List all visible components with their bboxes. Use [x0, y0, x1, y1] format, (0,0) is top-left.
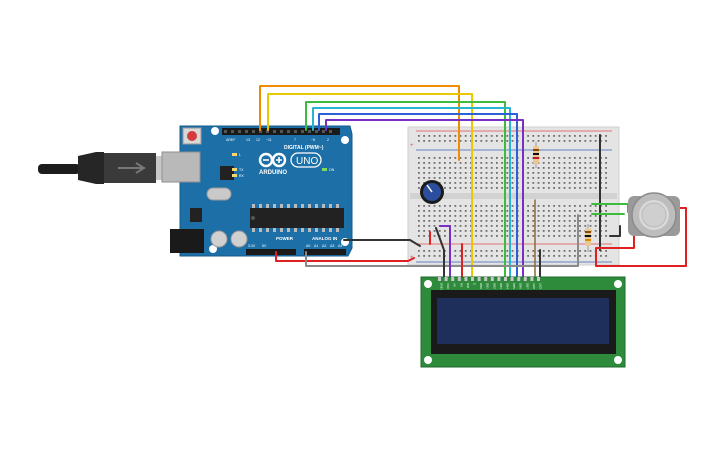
pin-label: 13: [246, 138, 250, 142]
wire-purple: [325, 119, 524, 278]
led-tx: [232, 168, 237, 171]
lcd-pin: [490, 277, 494, 281]
pin-label: A2: [322, 244, 326, 248]
pin-label: A3: [330, 244, 334, 248]
lcd-pin: [471, 277, 474, 281]
arduino-brand: ARDUINO: [259, 170, 287, 176]
lcd-pin-label: DB1: [486, 283, 490, 289]
lcd-pin-label: DB0: [479, 283, 483, 289]
pin-label: A4: [338, 244, 342, 248]
lcd-pin: [457, 277, 461, 281]
lcd-pin: [484, 277, 488, 281]
wire-a0-gray: [305, 214, 579, 267]
led-tx-label: TX: [239, 168, 244, 172]
lcd-pin: [530, 277, 534, 281]
lcd-pin-label: DB2: [492, 283, 496, 289]
lcd-pin-label: VCC: [446, 283, 450, 290]
wire-sensor-black: [609, 225, 621, 237]
wire-5v-red: [275, 251, 415, 262]
pin-label: 2: [327, 138, 329, 142]
pin-label: ~11: [266, 138, 272, 142]
lcd-pin-label: DB4: [506, 283, 510, 289]
pin-label: 7: [294, 138, 296, 142]
lcd-pin-label: RW: [466, 283, 470, 288]
led-on: [322, 168, 327, 171]
lcd-pin: [497, 277, 501, 281]
lcd-pin: [517, 277, 521, 281]
svg-text:+: +: [410, 143, 414, 149]
pin-label: ~5: [311, 138, 315, 142]
lcd-pin-label: RS: [459, 283, 463, 287]
wire-blue: [318, 113, 518, 278]
mount-hole: [341, 136, 349, 144]
pin-label: AREF: [226, 138, 235, 142]
wire-green: [305, 101, 506, 278]
wires: [259, 85, 687, 278]
lcd-pin-label: V0: [453, 283, 457, 287]
pin-label: 3.3V: [248, 244, 256, 248]
lcd-pin-label: E: [473, 283, 477, 285]
gas-sensor[interactable]: [628, 192, 680, 238]
lcd-pin-label: DB6: [519, 283, 523, 289]
wire-gnd-black: [343, 239, 421, 247]
resistor-lcd: [533, 142, 539, 168]
lcd-pin: [504, 277, 507, 281]
lcd-pin-label: DB3: [499, 283, 503, 289]
wire-pot: [435, 227, 445, 278]
wire-cyan: [312, 107, 511, 278]
atmega-chip: [250, 208, 344, 228]
usb-cable: [38, 152, 182, 184]
lcd-pin-label: DB7: [525, 283, 529, 289]
wire-yellow: [267, 93, 473, 278]
mount-hole: [209, 245, 217, 253]
led-rx-label: RX: [239, 174, 245, 178]
reset-button[interactable]: [187, 131, 197, 141]
wire-pot-wiper: [439, 225, 451, 278]
power-header-label: POWER: [276, 236, 294, 241]
usb-icon: [118, 162, 146, 174]
lcd-pin-label: DB5: [512, 283, 516, 289]
lcd-screen: [437, 298, 609, 344]
lcd-pin: [438, 277, 441, 281]
analog-header: [304, 249, 346, 255]
led-rx: [232, 174, 237, 177]
pin-label: 12: [256, 138, 260, 142]
usb-jack: [161, 151, 201, 183]
lcd-pin: [464, 277, 468, 281]
power-header: [246, 249, 296, 255]
power-jack: [170, 229, 204, 253]
mount-hole: [211, 127, 219, 135]
arduino-logo: [258, 152, 287, 168]
uno-badge: [290, 152, 322, 168]
lcd-pin-label: LED: [532, 283, 536, 290]
potentiometer[interactable]: [420, 180, 444, 204]
lcd-pin: [537, 277, 540, 281]
pin-label: A0: [306, 244, 310, 248]
arduino-uno-board[interactable]: AREF 13 12 ~11 7 ~5 2 3.3V 5V A0 A1 A2 A…: [161, 125, 353, 257]
lcd-pin: [451, 277, 455, 281]
arduino-model: UNO: [296, 156, 318, 167]
lcd-pin-label: GND: [440, 283, 444, 291]
lcd-pin-label: LED: [539, 283, 543, 290]
pin-label: A1: [314, 244, 318, 248]
led-on-label: ON: [329, 168, 335, 172]
led-l-label: L: [239, 153, 241, 157]
digital-header-label: DIGITAL (PWM~): [284, 145, 324, 151]
analog-header-label: ANALOG IN: [312, 236, 337, 241]
lcd-pin: [444, 277, 448, 281]
pin-label: 5V: [262, 244, 267, 248]
led-l: [232, 153, 237, 156]
wire-orange: [259, 85, 460, 161]
lcd-pin: [510, 277, 514, 281]
lcd-pin: [477, 277, 481, 281]
lcd-pin: [523, 277, 527, 281]
wire-sensor-red: [595, 207, 687, 267]
resistor-sensor: [585, 224, 591, 252]
